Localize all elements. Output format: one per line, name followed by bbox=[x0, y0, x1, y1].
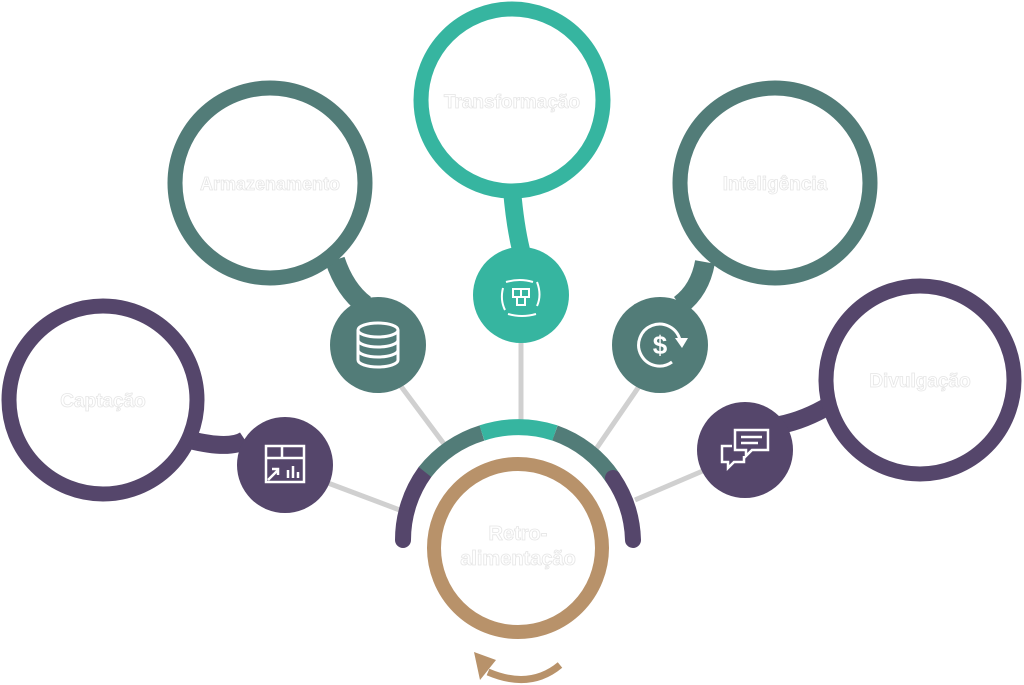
arc-segment-divulgacao bbox=[605, 470, 641, 548]
connector-divulgacao bbox=[634, 467, 706, 503]
arc-segment-armazenamento bbox=[418, 425, 485, 478]
database-icon bbox=[356, 321, 400, 369]
arc-segment-transformacao bbox=[479, 419, 558, 441]
chat-bubbles-icon bbox=[720, 428, 770, 472]
icon-badge-armazenamento bbox=[330, 297, 426, 393]
arc-segment-captacao bbox=[395, 464, 433, 548]
stage-arc bbox=[395, 419, 641, 548]
center-label-line2: alimentação bbox=[460, 548, 576, 570]
ring-inteligencia bbox=[672, 80, 878, 286]
table-chart-icon bbox=[264, 444, 306, 484]
ring-retroalimentacao bbox=[427, 457, 609, 639]
connector-inteligencia bbox=[591, 383, 643, 454]
stage-label: Divulgação bbox=[869, 371, 970, 392]
connector-armazenamento bbox=[397, 383, 453, 454]
ring-armazenamento bbox=[167, 80, 373, 286]
stage-captacao[interactable]: Captação bbox=[1, 298, 333, 513]
cycle-arrow-icon bbox=[474, 652, 563, 684]
cubes-transform-icon bbox=[500, 279, 541, 317]
ring-divulgacao bbox=[818, 278, 1022, 482]
center-label-line1: Retro- bbox=[489, 523, 548, 545]
svg-text:$: $ bbox=[653, 330, 668, 360]
stage-divulgacao[interactable]: Divulgação bbox=[697, 278, 1022, 498]
stage-label: Captação bbox=[60, 391, 146, 412]
icon-badge-captacao bbox=[237, 417, 333, 513]
stage-label: Armazenamento bbox=[200, 174, 340, 194]
stage-inteligencia[interactable]: $ Inteligência bbox=[612, 80, 878, 393]
stage-label: Inteligência bbox=[723, 174, 828, 195]
connectors bbox=[319, 340, 706, 515]
feedback-center[interactable]: Retro- alimentação bbox=[427, 457, 609, 684]
ring-transformacao bbox=[413, 1, 611, 199]
stage-transformacao[interactable]: Transformação bbox=[413, 1, 611, 343]
stage-label: Transformação bbox=[444, 92, 580, 113]
dollar-cycle-icon: $ bbox=[637, 322, 688, 368]
stage-armazenamento[interactable]: Armazenamento bbox=[167, 80, 426, 393]
ring-captacao bbox=[1, 298, 205, 502]
connector-captacao bbox=[319, 477, 406, 515]
icon-badge-inteligencia bbox=[612, 297, 708, 393]
